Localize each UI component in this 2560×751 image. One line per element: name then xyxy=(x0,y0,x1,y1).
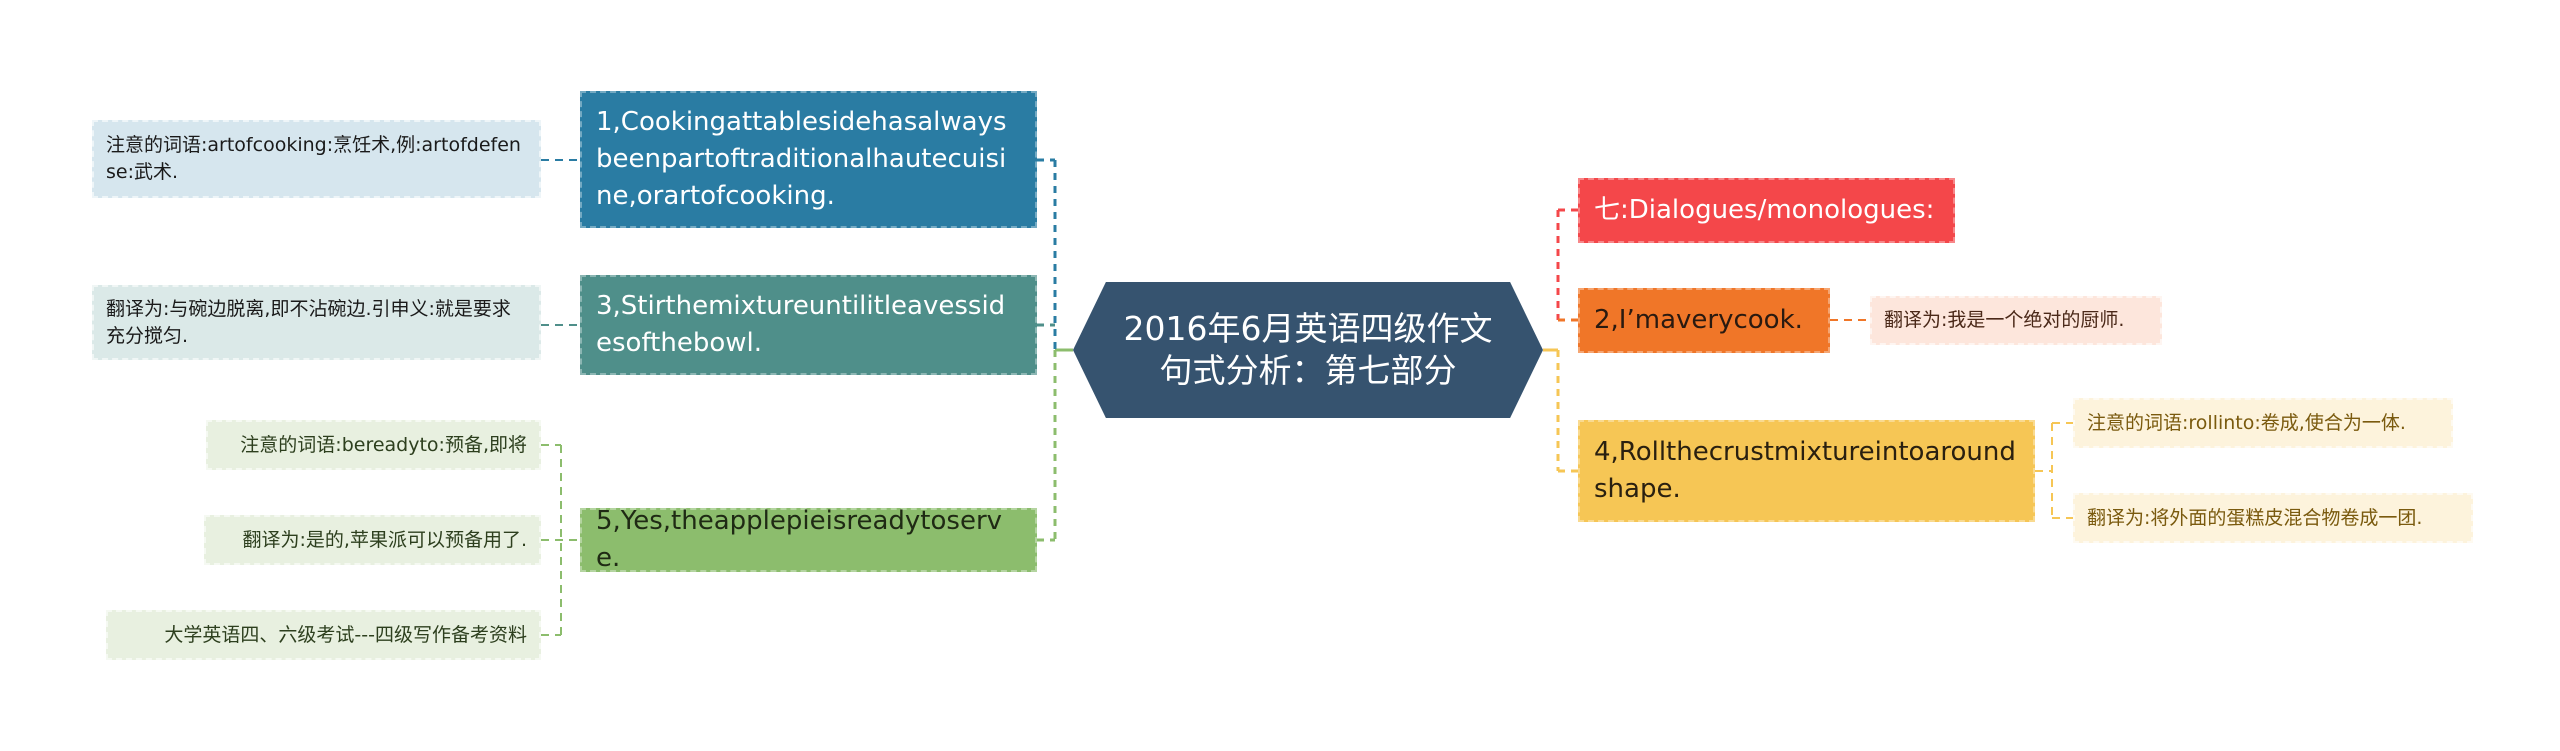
leaf-node-5-source[interactable]: 大学英语四、六级考试---四级写作备考资料 xyxy=(106,610,541,660)
leaf-node-2-translation-text: 翻译为:我是一个绝对的厨师. xyxy=(1884,309,2125,331)
branch-node-7[interactable]: 七:Dialogues/monologues: xyxy=(1578,178,1955,243)
branch-node-2-label: 2,I’maverycook. xyxy=(1594,305,1803,335)
leaf-node-4-translation-text: 翻译为:将外面的蛋糕皮混合物卷成一团. xyxy=(2087,506,2423,529)
branch-node-1[interactable]: 1,Cookingattablesidehasalwaysbeenpartoft… xyxy=(580,91,1037,228)
leaf-node-4-note-text: 注意的词语:rollinto:卷成,使合为一体. xyxy=(2087,411,2406,434)
branch-node-7-label: 七:Dialogues/monologues: xyxy=(1594,195,1935,225)
branch-node-2[interactable]: 2,I’maverycook. xyxy=(1578,288,1830,353)
branch-node-3-label: 3,Stirthemixtureuntilitleavessidesoftheb… xyxy=(596,291,1006,358)
leaf-node-5-note-text: 注意的词语:bereadyto:预备,即将 xyxy=(240,433,527,456)
leaf-node-2-translation[interactable]: 翻译为:我是一个绝对的厨师. xyxy=(1870,296,2162,345)
leaf-node-4-translation[interactable]: 翻译为:将外面的蛋糕皮混合物卷成一团. xyxy=(2073,493,2473,543)
leaf-node-1-note[interactable]: 注意的词语:artofcooking:烹饪术,例:artofdefense:武术… xyxy=(92,120,541,198)
central-topic-label: 2016年6月英语四级作文句式分析：第七部分 xyxy=(1123,309,1493,390)
branch-node-4-label: 4,Rollthecrustmixtureintoaroundshape. xyxy=(1594,437,2016,504)
leaf-node-4-note[interactable]: 注意的词语:rollinto:卷成,使合为一体. xyxy=(2073,398,2453,448)
branch-node-3[interactable]: 3,Stirthemixtureuntilitleavessidesoftheb… xyxy=(580,275,1037,375)
leaf-node-1-note-text: 注意的词语:artofcooking:烹饪术,例:artofdefense:武术… xyxy=(106,134,521,183)
leaf-node-3-translation[interactable]: 翻译为:与碗边脱离,即不沾碗边.引申义:就是要求充分搅匀. xyxy=(92,285,541,360)
branch-node-1-label: 1,Cookingattablesidehasalwaysbeenpartoft… xyxy=(596,107,1007,211)
central-topic[interactable]: 2016年6月英语四级作文句式分析：第七部分 xyxy=(1073,282,1543,418)
leaf-node-5-note[interactable]: 注意的词语:bereadyto:预备,即将 xyxy=(206,420,541,470)
leaf-node-5-source-text: 大学英语四、六级考试---四级写作备考资料 xyxy=(164,623,527,646)
branch-node-5[interactable]: 5,Yes,theapplepieisreadytoserve. xyxy=(580,506,1037,573)
leaf-node-3-translation-text: 翻译为:与碗边脱离,即不沾碗边.引申义:就是要求充分搅匀. xyxy=(106,297,511,347)
branch-node-5-label: 5,Yes,theapplepieisreadytoserve. xyxy=(596,506,1003,573)
branch-node-4[interactable]: 4,Rollthecrustmixtureintoaroundshape. xyxy=(1578,420,2035,522)
leaf-node-5-translation-text: 翻译为:是的,苹果派可以预备用了. xyxy=(242,528,527,551)
leaf-node-5-translation[interactable]: 翻译为:是的,苹果派可以预备用了. xyxy=(204,515,541,565)
